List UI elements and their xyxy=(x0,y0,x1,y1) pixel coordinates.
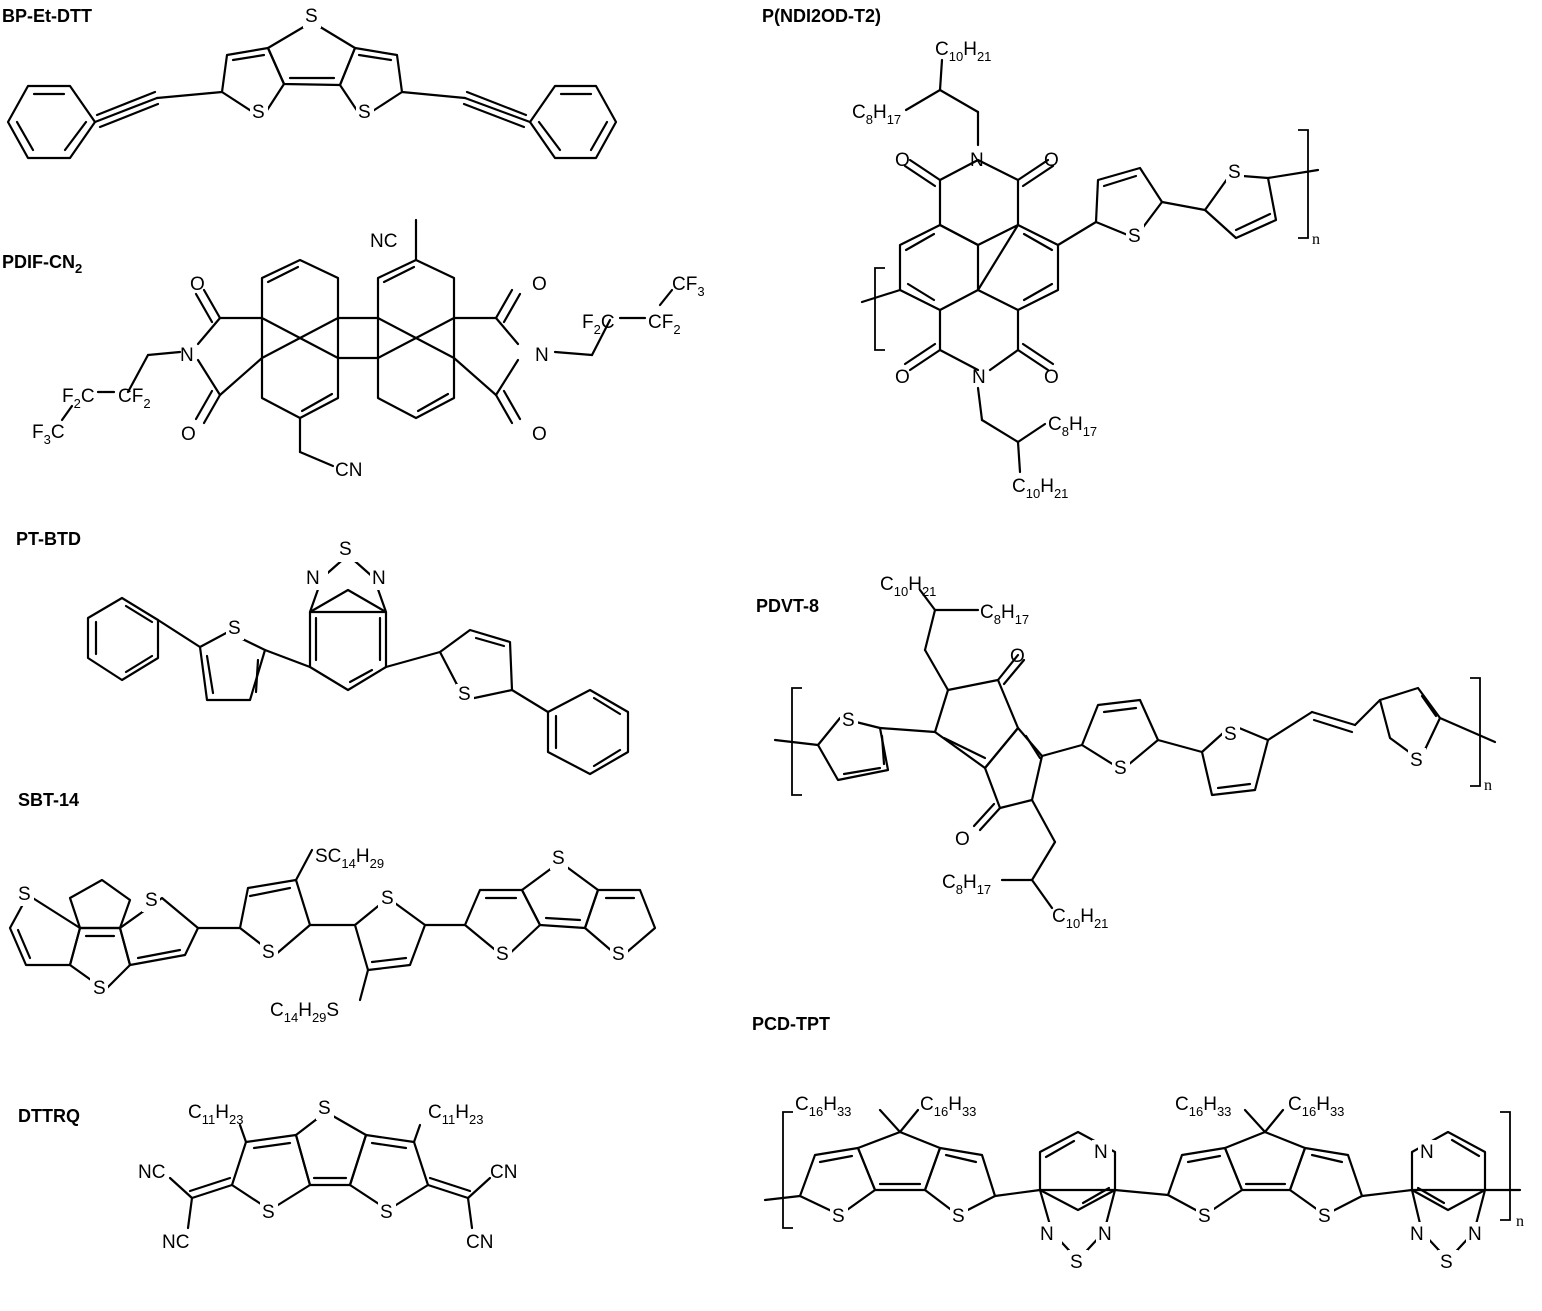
label-pdvt-8: PDVT-8 xyxy=(756,596,819,616)
label-sbt-14: SBT-14 xyxy=(18,790,79,810)
svg-text:O: O xyxy=(1044,367,1059,388)
svg-text:O: O xyxy=(181,424,196,445)
svg-text:C8H17: C8H17 xyxy=(942,872,991,897)
svg-text:C16H33: C16H33 xyxy=(920,1094,976,1119)
svg-text:C8H17: C8H17 xyxy=(1048,414,1097,439)
svg-text:S: S xyxy=(1070,1252,1083,1273)
svg-text:O: O xyxy=(895,367,910,388)
svg-text:S: S xyxy=(93,978,106,999)
svg-text:S: S xyxy=(832,1206,845,1227)
svg-text:C16H33: C16H33 xyxy=(1288,1094,1344,1119)
svg-text:N: N xyxy=(1410,1224,1424,1245)
svg-text:O: O xyxy=(190,274,205,295)
svg-text:O: O xyxy=(895,150,910,171)
svg-text:S: S xyxy=(842,710,855,731)
structure-bp-et-dtt: S S S xyxy=(6,6,618,160)
svg-text:N: N xyxy=(180,345,194,366)
svg-text:S: S xyxy=(262,942,275,963)
svg-text:C8H17: C8H17 xyxy=(980,602,1029,627)
svg-text:CF3: CF3 xyxy=(672,274,705,299)
label-pcd-tpt: PCD-TPT xyxy=(752,1014,830,1034)
svg-text:C16H33: C16H33 xyxy=(795,1094,851,1119)
svg-text:S: S xyxy=(339,539,352,560)
svg-text:CN: CN xyxy=(466,1232,493,1253)
svg-text:S: S xyxy=(496,944,509,965)
svg-text:S: S xyxy=(381,888,394,909)
svg-text:S: S xyxy=(305,6,318,27)
svg-text:S: S xyxy=(18,884,31,905)
svg-text:S: S xyxy=(252,102,265,123)
svg-text:S: S xyxy=(1440,1252,1453,1273)
svg-text:O: O xyxy=(955,829,970,850)
svg-text:C10H21: C10H21 xyxy=(935,39,991,64)
svg-text:N: N xyxy=(1098,1224,1112,1245)
svg-text:S: S xyxy=(1128,226,1141,247)
svg-text:O: O xyxy=(1010,646,1025,667)
svg-text:C11H23: C11H23 xyxy=(428,1102,483,1127)
svg-text:O: O xyxy=(1044,150,1059,171)
svg-text:S: S xyxy=(1228,162,1241,183)
svg-text:N: N xyxy=(972,367,986,388)
svg-text:S: S xyxy=(358,102,371,123)
svg-text:S: S xyxy=(952,1206,965,1227)
svg-text:O: O xyxy=(532,274,547,295)
svg-text:N: N xyxy=(535,345,549,366)
svg-text:C16H33: C16H33 xyxy=(1175,1094,1231,1119)
svg-text:S: S xyxy=(262,1202,275,1223)
svg-text:SC14H29: SC14H29 xyxy=(315,846,384,871)
svg-text:S: S xyxy=(145,890,158,911)
svg-text:S: S xyxy=(458,684,471,705)
svg-text:N: N xyxy=(1094,1142,1108,1163)
svg-text:N: N xyxy=(372,568,386,589)
structure-pt-btd: S S S N N xyxy=(86,539,630,776)
svg-text:S: S xyxy=(1410,750,1423,771)
svg-text:NC: NC xyxy=(138,1162,165,1183)
svg-text:S: S xyxy=(1318,1206,1331,1227)
svg-text:CF2: CF2 xyxy=(118,386,151,411)
label-p-ndi2od-t2: P(NDI2OD-T2) xyxy=(762,6,881,26)
label-pt-btd: PT-BTD xyxy=(16,529,81,549)
svg-text:N: N xyxy=(1420,1142,1434,1163)
svg-text:O: O xyxy=(532,424,547,445)
svg-text:S: S xyxy=(1114,758,1127,779)
svg-text:C10H21: C10H21 xyxy=(1052,906,1108,931)
svg-text:F2C: F2C xyxy=(62,386,95,411)
svg-text:C14H29S: C14H29S xyxy=(270,1000,339,1025)
svg-text:CN: CN xyxy=(490,1162,517,1183)
svg-text:CN: CN xyxy=(335,460,362,481)
svg-text:F2C: F2C xyxy=(582,312,615,337)
svg-text:C10H21: C10H21 xyxy=(1012,476,1068,501)
svg-text:N: N xyxy=(1040,1224,1054,1245)
svg-text:N: N xyxy=(306,568,320,589)
svg-text:S: S xyxy=(1198,1206,1211,1227)
structure-sbt-14: SC14H29 C14H29S S S S S S S S S xyxy=(8,846,657,1025)
svg-text:C10H21: C10H21 xyxy=(880,574,936,599)
svg-text:NC: NC xyxy=(162,1232,189,1253)
label-pdif-cn2: PDIF-CN2 xyxy=(2,252,82,276)
structure-pcd-tpt: n C16H33 C16H33 C16H33 C16H33 xyxy=(763,1094,1524,1273)
label-bp-et-dtt: BP-Et-DTT xyxy=(2,6,92,26)
svg-text:S: S xyxy=(1224,724,1237,745)
svg-text:S: S xyxy=(612,944,625,965)
svg-text:n: n xyxy=(1312,231,1320,248)
svg-text:C11H23: C11H23 xyxy=(188,1102,243,1127)
svg-text:C8H17: C8H17 xyxy=(852,102,901,127)
svg-text:n: n xyxy=(1516,1213,1524,1230)
svg-text:F3C: F3C xyxy=(32,422,65,447)
svg-text:N: N xyxy=(1468,1224,1482,1245)
label-dttrq: DTTRQ xyxy=(18,1106,80,1126)
svg-text:CF2: CF2 xyxy=(648,312,681,337)
structure-pdvt-8: n O O C10H21 C8H17 C8H17 C10H21 xyxy=(773,574,1497,931)
svg-text:N: N xyxy=(970,150,984,171)
structure-p-ndi2od-t2: O O O O N N C10H21 C8H17 C8H17 C10H21 n … xyxy=(852,39,1320,501)
svg-text:S: S xyxy=(228,618,241,639)
svg-text:n: n xyxy=(1484,777,1492,794)
svg-text:NC: NC xyxy=(370,231,397,252)
svg-text:S: S xyxy=(380,1202,393,1223)
svg-text:S: S xyxy=(318,1098,331,1119)
svg-text:S: S xyxy=(552,848,565,869)
structure-dttrq: C11H23 C11H23 NC NC CN CN S S S xyxy=(138,1098,517,1253)
structure-pdif-cn2: NC CN O O N F2C CF2 F3C O O N xyxy=(32,218,705,481)
